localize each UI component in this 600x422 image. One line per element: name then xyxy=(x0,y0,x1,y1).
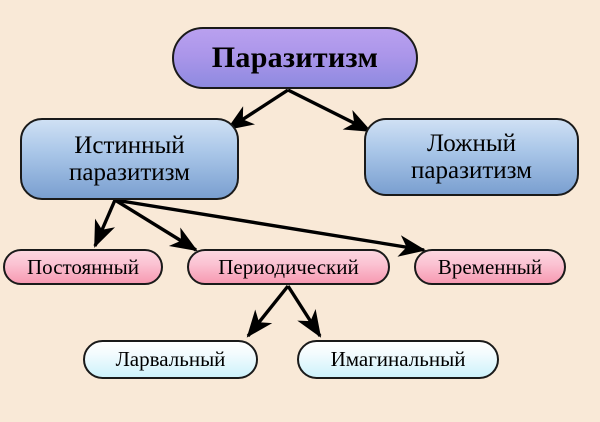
node-false-parasitism[interactable]: Ложный паразитизм xyxy=(364,118,579,196)
edge-true-parasitism-to-periodic xyxy=(114,198,198,252)
node-true-parasitism[interactable]: Истинный паразитизм xyxy=(20,118,239,200)
edge-true-parasitism-to-temporary xyxy=(114,198,427,257)
node-periodic[interactable]: Периодический xyxy=(187,249,390,285)
node-imaginal[interactable]: Имагинальный xyxy=(297,340,499,379)
node-parasitism-root[interactable]: Паразитизм xyxy=(172,27,418,89)
edge-true-parasitism-to-permanent xyxy=(93,199,117,248)
edge-root-to-true-parasitism xyxy=(226,88,289,131)
edge-root-to-false-parasitism xyxy=(287,88,372,133)
node-permanent[interactable]: Постоянный xyxy=(3,249,163,285)
edge-periodic-to-larval xyxy=(246,284,290,338)
node-temporary[interactable]: Временный xyxy=(414,249,566,285)
node-larval[interactable]: Ларвальный xyxy=(83,340,258,379)
edge-periodic-to-imaginal xyxy=(286,285,322,338)
